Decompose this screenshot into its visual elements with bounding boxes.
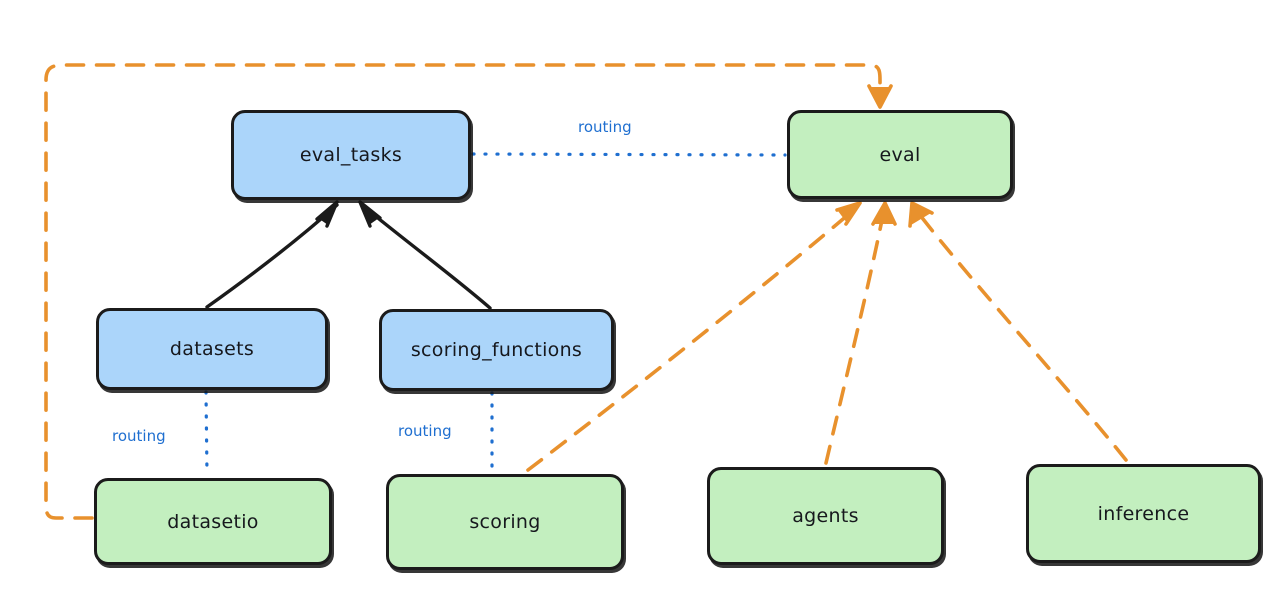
node-label-inference: inference: [1097, 502, 1190, 525]
edge-datasets-to-datasetio: [204, 390, 209, 477]
edge-inference-to-eval: [908, 201, 1128, 462]
edge-label-routing-eval-tasks-eval: routing: [578, 118, 632, 136]
node-label-scoring-functions: scoring_functions: [410, 339, 583, 361]
node-eval-tasks[interactable]: eval_tasks: [231, 110, 471, 200]
edge-scoring-functions-to-eval-tasks: [358, 200, 492, 310]
edge-label-routing-datasets-datasetio: routing: [112, 427, 166, 445]
node-agents[interactable]: agents: [707, 467, 944, 565]
node-label-agents: agents: [792, 505, 859, 527]
node-datasets[interactable]: datasets: [96, 308, 328, 390]
edge-datasets-to-eval-tasks: [205, 200, 339, 309]
edge-label-routing-scoring-functions-scoring: routing: [398, 422, 452, 440]
node-datasetio[interactable]: datasetio: [94, 478, 332, 565]
node-label-eval: eval: [879, 143, 921, 166]
node-scoring-functions[interactable]: scoring_functions: [379, 309, 614, 391]
node-scoring[interactable]: scoring: [386, 474, 624, 570]
edge-agents-to-eval: [824, 201, 897, 465]
node-label-scoring: scoring: [469, 511, 541, 533]
node-label-eval-tasks: eval_tasks: [299, 144, 403, 166]
node-label-datasetio: datasetio: [167, 510, 259, 533]
node-eval[interactable]: eval: [787, 110, 1013, 199]
node-inference[interactable]: inference: [1026, 464, 1261, 563]
node-label-datasets: datasets: [169, 338, 255, 360]
edge-eval-tasks-to-eval: [471, 152, 787, 157]
